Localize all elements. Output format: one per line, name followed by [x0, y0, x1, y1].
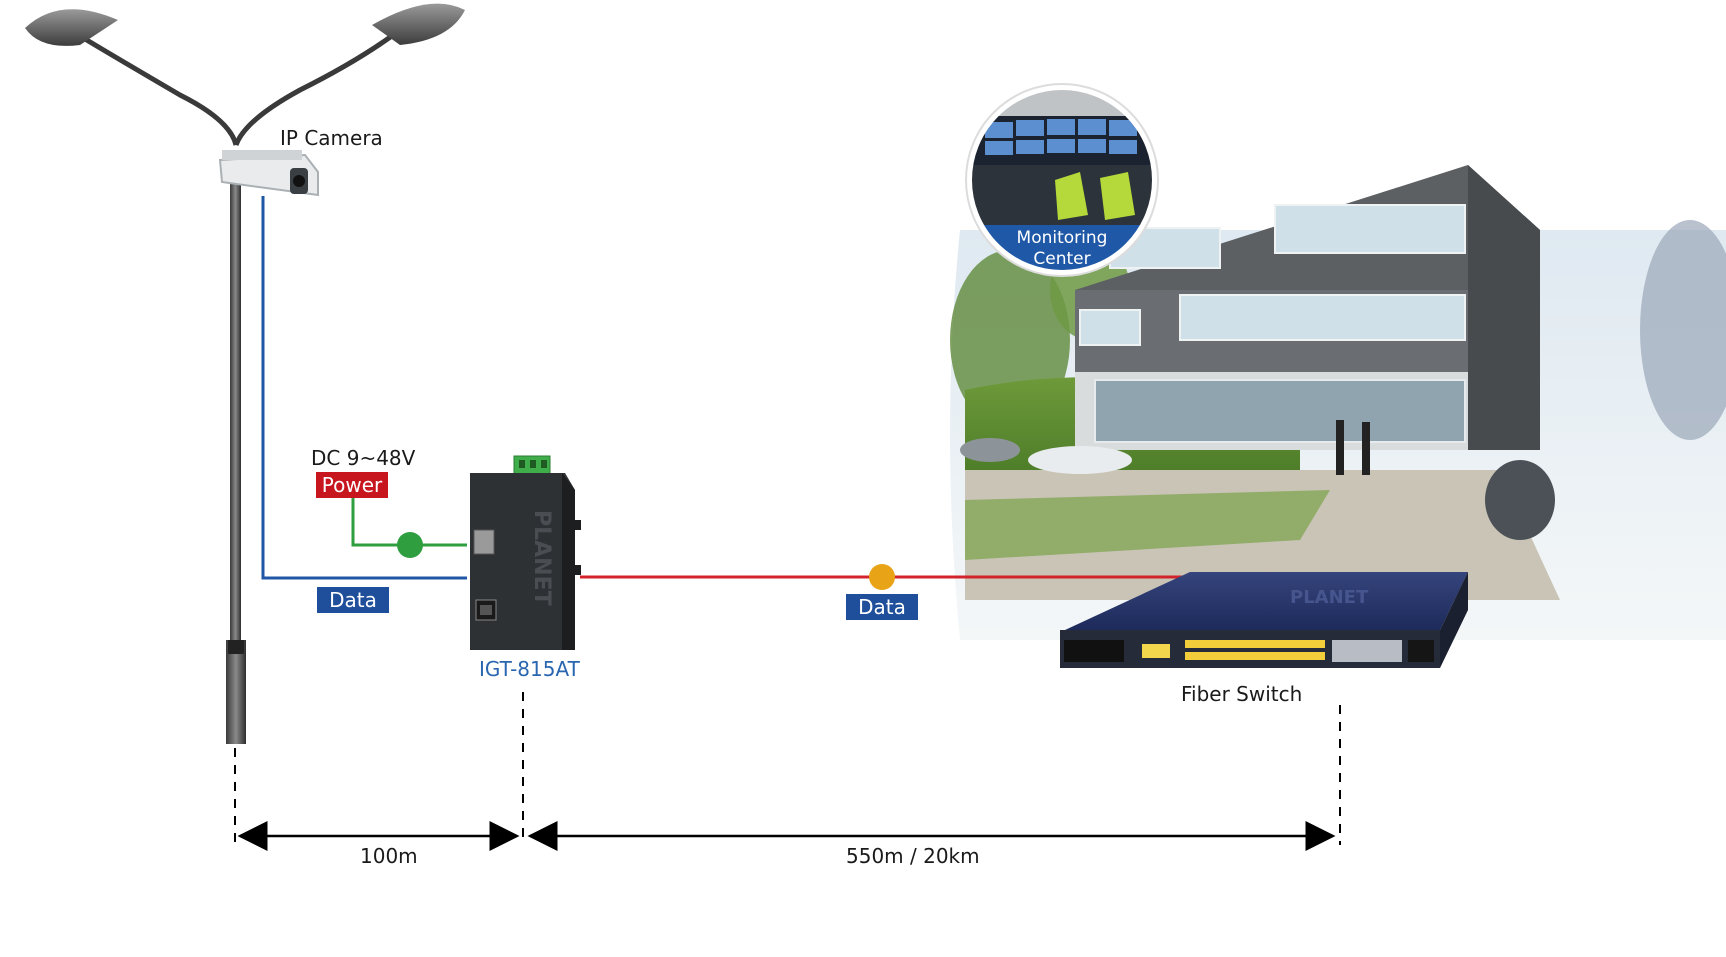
switch-name-label: Fiber Switch	[1181, 682, 1303, 706]
ip-camera-label: IP Camera	[280, 126, 383, 150]
camera-data-line	[261, 196, 467, 580]
data-tag-right: Data	[846, 594, 918, 620]
power-tag: Power	[316, 472, 388, 498]
igt-815at-device: PLANET	[470, 455, 581, 650]
fiber-switch-device: PLANET	[1060, 572, 1468, 668]
monitoring-line2: Center	[1033, 249, 1091, 269]
building-scene	[950, 165, 1726, 640]
monitoring-line1: Monitoring	[1016, 228, 1108, 248]
device-brand-text: PLANET	[529, 510, 554, 606]
distance-right-label: 550m / 20km	[846, 844, 980, 868]
dc-voltage-label: DC 9~48V	[311, 446, 416, 470]
data-tag-left: Data	[317, 587, 389, 613]
monitoring-center-label: Monitoring Center	[992, 228, 1132, 270]
distance-guides	[234, 692, 1341, 845]
device-name-label: IGT-815AT	[479, 657, 580, 681]
monitoring-center-image	[965, 83, 1159, 277]
switch-brand-text: PLANET	[1290, 587, 1369, 608]
fiber-connector-dot	[869, 564, 895, 590]
power-connector-dot	[397, 532, 423, 558]
street-lamp-pole	[25, 3, 465, 744]
distance-left-label: 100m	[360, 844, 418, 868]
power-line	[351, 498, 467, 547]
ip-camera-device	[218, 150, 319, 197]
